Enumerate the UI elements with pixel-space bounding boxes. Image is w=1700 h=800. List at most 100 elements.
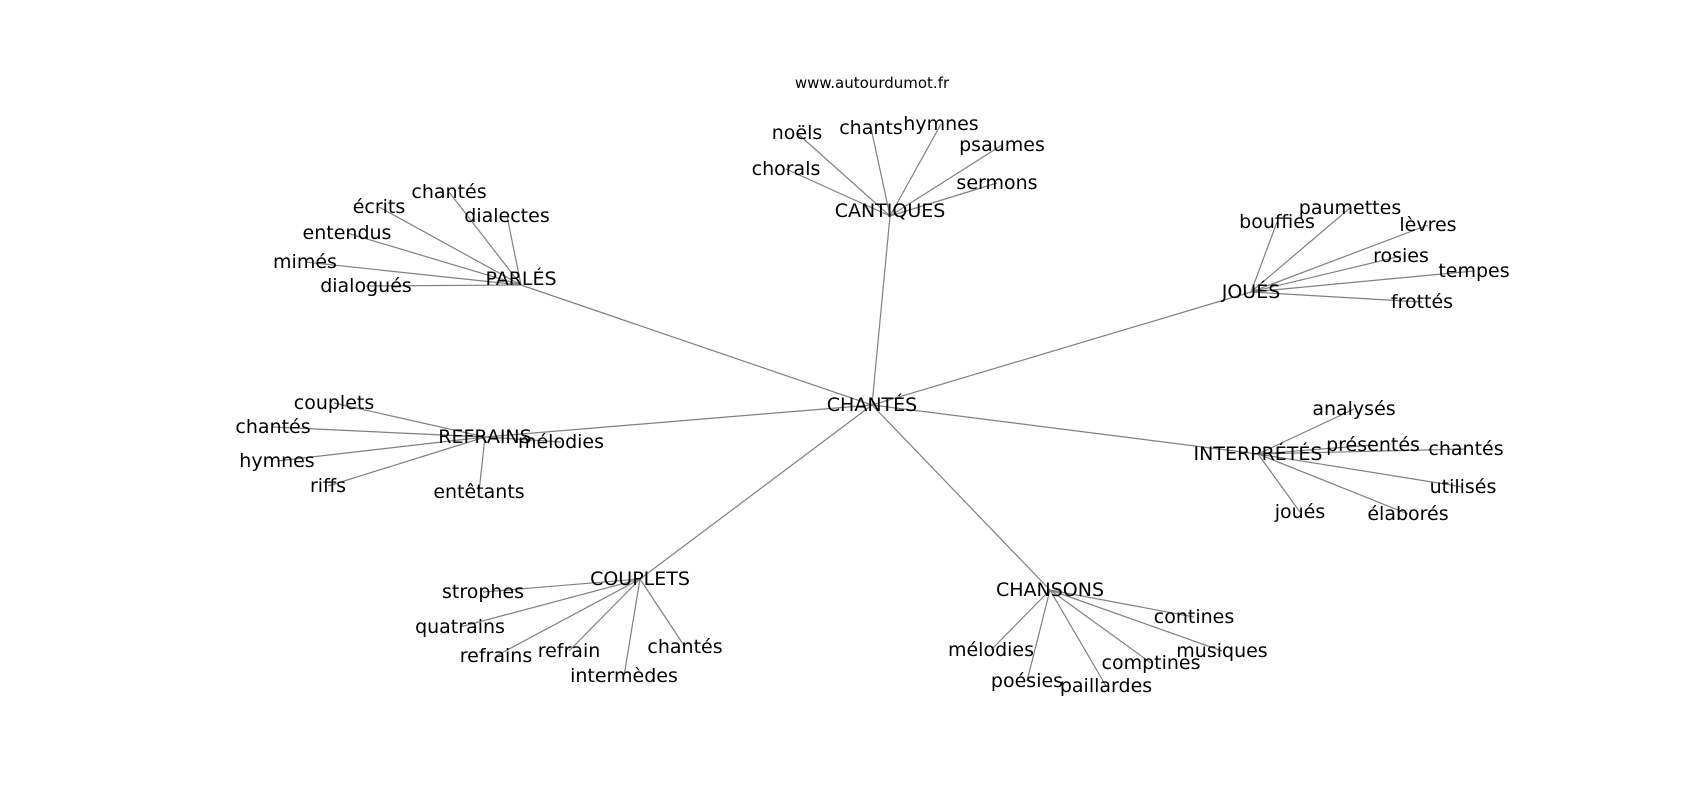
leaf-word: bouffies bbox=[1239, 211, 1315, 233]
leaf-edge bbox=[1257, 453, 1409, 515]
leaf-edge bbox=[870, 127, 891, 217]
leaf-edge bbox=[365, 284, 522, 287]
leaf-word: paillardes bbox=[1060, 675, 1152, 697]
leaf-edge bbox=[1257, 448, 1467, 455]
leaf-word: psaumes bbox=[959, 134, 1045, 156]
leaf-word: présentés bbox=[1326, 434, 1420, 456]
leaf-edge bbox=[889, 144, 1003, 217]
leaf-word: tempes bbox=[1438, 260, 1509, 282]
edges-layer bbox=[272, 123, 1475, 687]
leaf-word: musiques bbox=[1176, 640, 1267, 662]
leaf-word: riffs bbox=[310, 475, 346, 497]
leaf-word: comptines bbox=[1102, 652, 1201, 674]
leaf-word: joués bbox=[1274, 501, 1326, 523]
leaf-word: chantés bbox=[1428, 438, 1503, 460]
leaf-word: noëls bbox=[772, 122, 823, 144]
leaf-word: chorals bbox=[752, 158, 821, 180]
hub-edge bbox=[871, 404, 1259, 455]
center-word: CHANTÉS bbox=[827, 393, 917, 416]
leaf-edge bbox=[333, 402, 486, 438]
leaf-edge bbox=[272, 426, 486, 438]
leaf-edge bbox=[1049, 589, 1152, 664]
leaf-edge bbox=[484, 436, 562, 443]
leaf-edge bbox=[568, 578, 641, 652]
labels-layer: www.autourdumot.fr CHANTÉSCANTIQUESnoëls… bbox=[235, 74, 1509, 697]
leaf-edge bbox=[796, 132, 891, 217]
hub-word: JOUÉS bbox=[1221, 280, 1281, 303]
leaf-word: strophes bbox=[442, 581, 524, 603]
leaf-edge bbox=[495, 578, 641, 657]
hub-word: INTERPRÉTÉS bbox=[1194, 442, 1323, 465]
hub-edge bbox=[871, 291, 1252, 406]
leaf-word: mélodies bbox=[518, 431, 604, 453]
leaf-edge bbox=[1049, 589, 1107, 687]
leaf-edge bbox=[1250, 221, 1278, 293]
hub-word: CANTIQUES bbox=[835, 200, 946, 222]
leaf-edge bbox=[1250, 207, 1351, 293]
leaf-edge bbox=[276, 436, 486, 462]
leaf-word: frottés bbox=[1391, 291, 1453, 313]
leaf-word: chantés bbox=[235, 416, 310, 438]
leaf-word: poésies bbox=[991, 670, 1063, 692]
leaf-edge bbox=[478, 436, 486, 493]
leaf-word: chants bbox=[839, 117, 903, 139]
leaf-word: dialectes bbox=[464, 205, 549, 227]
hub-word: PARLÉS bbox=[485, 267, 556, 290]
hub-word: COUPLETS bbox=[590, 568, 690, 590]
hub-edge bbox=[871, 215, 891, 406]
leaf-edge bbox=[1250, 270, 1475, 293]
leaf-word: couplets bbox=[294, 392, 375, 414]
leaf-word: rosies bbox=[1373, 245, 1429, 267]
leaf-word: dialogués bbox=[320, 275, 412, 297]
leaf-word: sermons bbox=[956, 172, 1037, 194]
leaf-edge bbox=[1049, 589, 1223, 652]
leaf-edge bbox=[1257, 408, 1355, 455]
leaf-edge bbox=[1250, 255, 1402, 293]
leaf-edge bbox=[448, 191, 522, 286]
leaf-word: analysés bbox=[1312, 398, 1395, 420]
leaf-word: mélodies bbox=[948, 639, 1034, 661]
leaf-word: écrits bbox=[353, 196, 406, 218]
hub-edge bbox=[639, 404, 873, 580]
hub-edge bbox=[520, 284, 873, 406]
hub-word: CHANSONS bbox=[996, 579, 1104, 601]
leaf-edge bbox=[1250, 291, 1423, 303]
leaf-edge bbox=[482, 578, 641, 593]
leaf-word: mimés bbox=[273, 251, 337, 273]
leaf-edge bbox=[990, 589, 1051, 651]
leaf-word: quatrains bbox=[415, 616, 505, 638]
leaf-word: entendus bbox=[303, 222, 392, 244]
leaf-edge bbox=[889, 123, 942, 217]
leaf-edge bbox=[304, 261, 522, 286]
leaf-edge bbox=[889, 182, 998, 217]
leaf-edge bbox=[1049, 589, 1195, 618]
leaf-edge bbox=[623, 578, 641, 677]
leaf-edge bbox=[1257, 444, 1374, 455]
leaf-word: entêtants bbox=[433, 481, 524, 503]
leaf-edge bbox=[459, 578, 641, 628]
leaf-word: utilisés bbox=[1430, 476, 1497, 498]
leaf-word: hymnes bbox=[903, 113, 978, 135]
hub-word: REFRAINS bbox=[438, 426, 531, 448]
leaf-word: lèvres bbox=[1399, 214, 1456, 236]
leaf-edge bbox=[1026, 589, 1051, 682]
hub-edge bbox=[871, 404, 1051, 591]
leaf-word: élaborés bbox=[1367, 503, 1448, 525]
leaf-word: intermèdes bbox=[570, 665, 678, 687]
leaf-word: contines bbox=[1154, 606, 1234, 628]
leaf-edge bbox=[1250, 224, 1429, 293]
leaf-edge bbox=[506, 215, 522, 286]
leaf-edge bbox=[378, 206, 522, 286]
leaf-word: refrain bbox=[538, 640, 601, 662]
leaf-edge bbox=[346, 232, 522, 286]
leaf-word: paumettes bbox=[1299, 197, 1401, 219]
leaf-word: refrains bbox=[460, 645, 532, 667]
leaf-edge bbox=[639, 578, 686, 648]
hub-edge bbox=[484, 404, 873, 438]
leaf-edge bbox=[785, 168, 891, 217]
leaf-edge bbox=[327, 436, 486, 487]
leaf-word: chantés bbox=[647, 636, 722, 658]
leaf-word: hymnes bbox=[239, 450, 314, 472]
leaf-edge bbox=[1257, 453, 1464, 488]
